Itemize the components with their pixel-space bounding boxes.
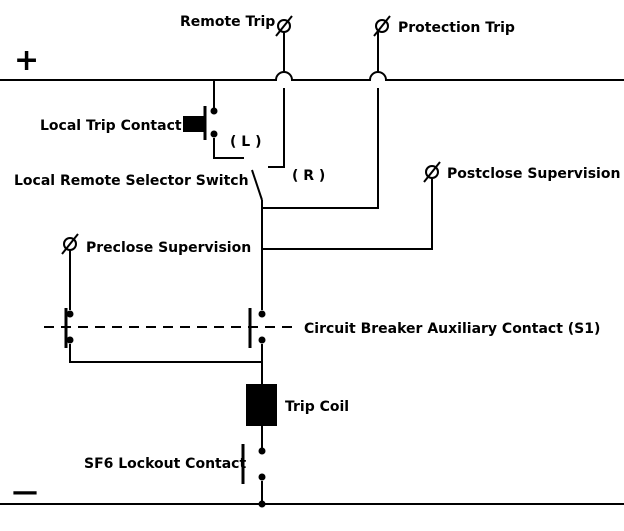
preclose-return-wire <box>69 344 262 363</box>
sf6-lockout-contact-icon <box>241 444 266 508</box>
local-trip-contact-icon <box>183 80 244 159</box>
local-position-label: ( L ) <box>230 134 261 150</box>
preclose-supervision-label: Preclose Supervision <box>86 240 251 256</box>
postclose-supervision-wire <box>262 178 433 250</box>
selector-switch-label: Local Remote Selector Switch <box>14 173 249 189</box>
cb-aux-contact-label: Circuit Breaker Auxiliary Contact (S1) <box>304 321 600 337</box>
trip-coil-label: Trip Coil <box>285 399 349 415</box>
plus-sign: + <box>14 43 39 78</box>
remote-trip-label: Remote Trip <box>180 14 275 30</box>
postclose-supervision-label: Postclose Supervision <box>447 166 620 182</box>
protection-trip-wire-lower <box>262 88 379 209</box>
sf6-lockout-contact-label: SF6 Lockout Contact <box>84 456 246 472</box>
selector-switch-icon <box>251 169 263 201</box>
positive-bus <box>0 71 624 81</box>
remote-trip-wire-lower <box>268 88 285 168</box>
remote-position-label: ( R ) <box>292 168 325 184</box>
local-trip-contact-label: Local Trip Contact <box>40 118 182 134</box>
trip-coil-icon <box>246 384 277 426</box>
minus-sign: — <box>12 477 38 507</box>
protection-trip-label: Protection Trip <box>398 20 515 36</box>
protection-trip-terminal-icon <box>373 15 391 37</box>
